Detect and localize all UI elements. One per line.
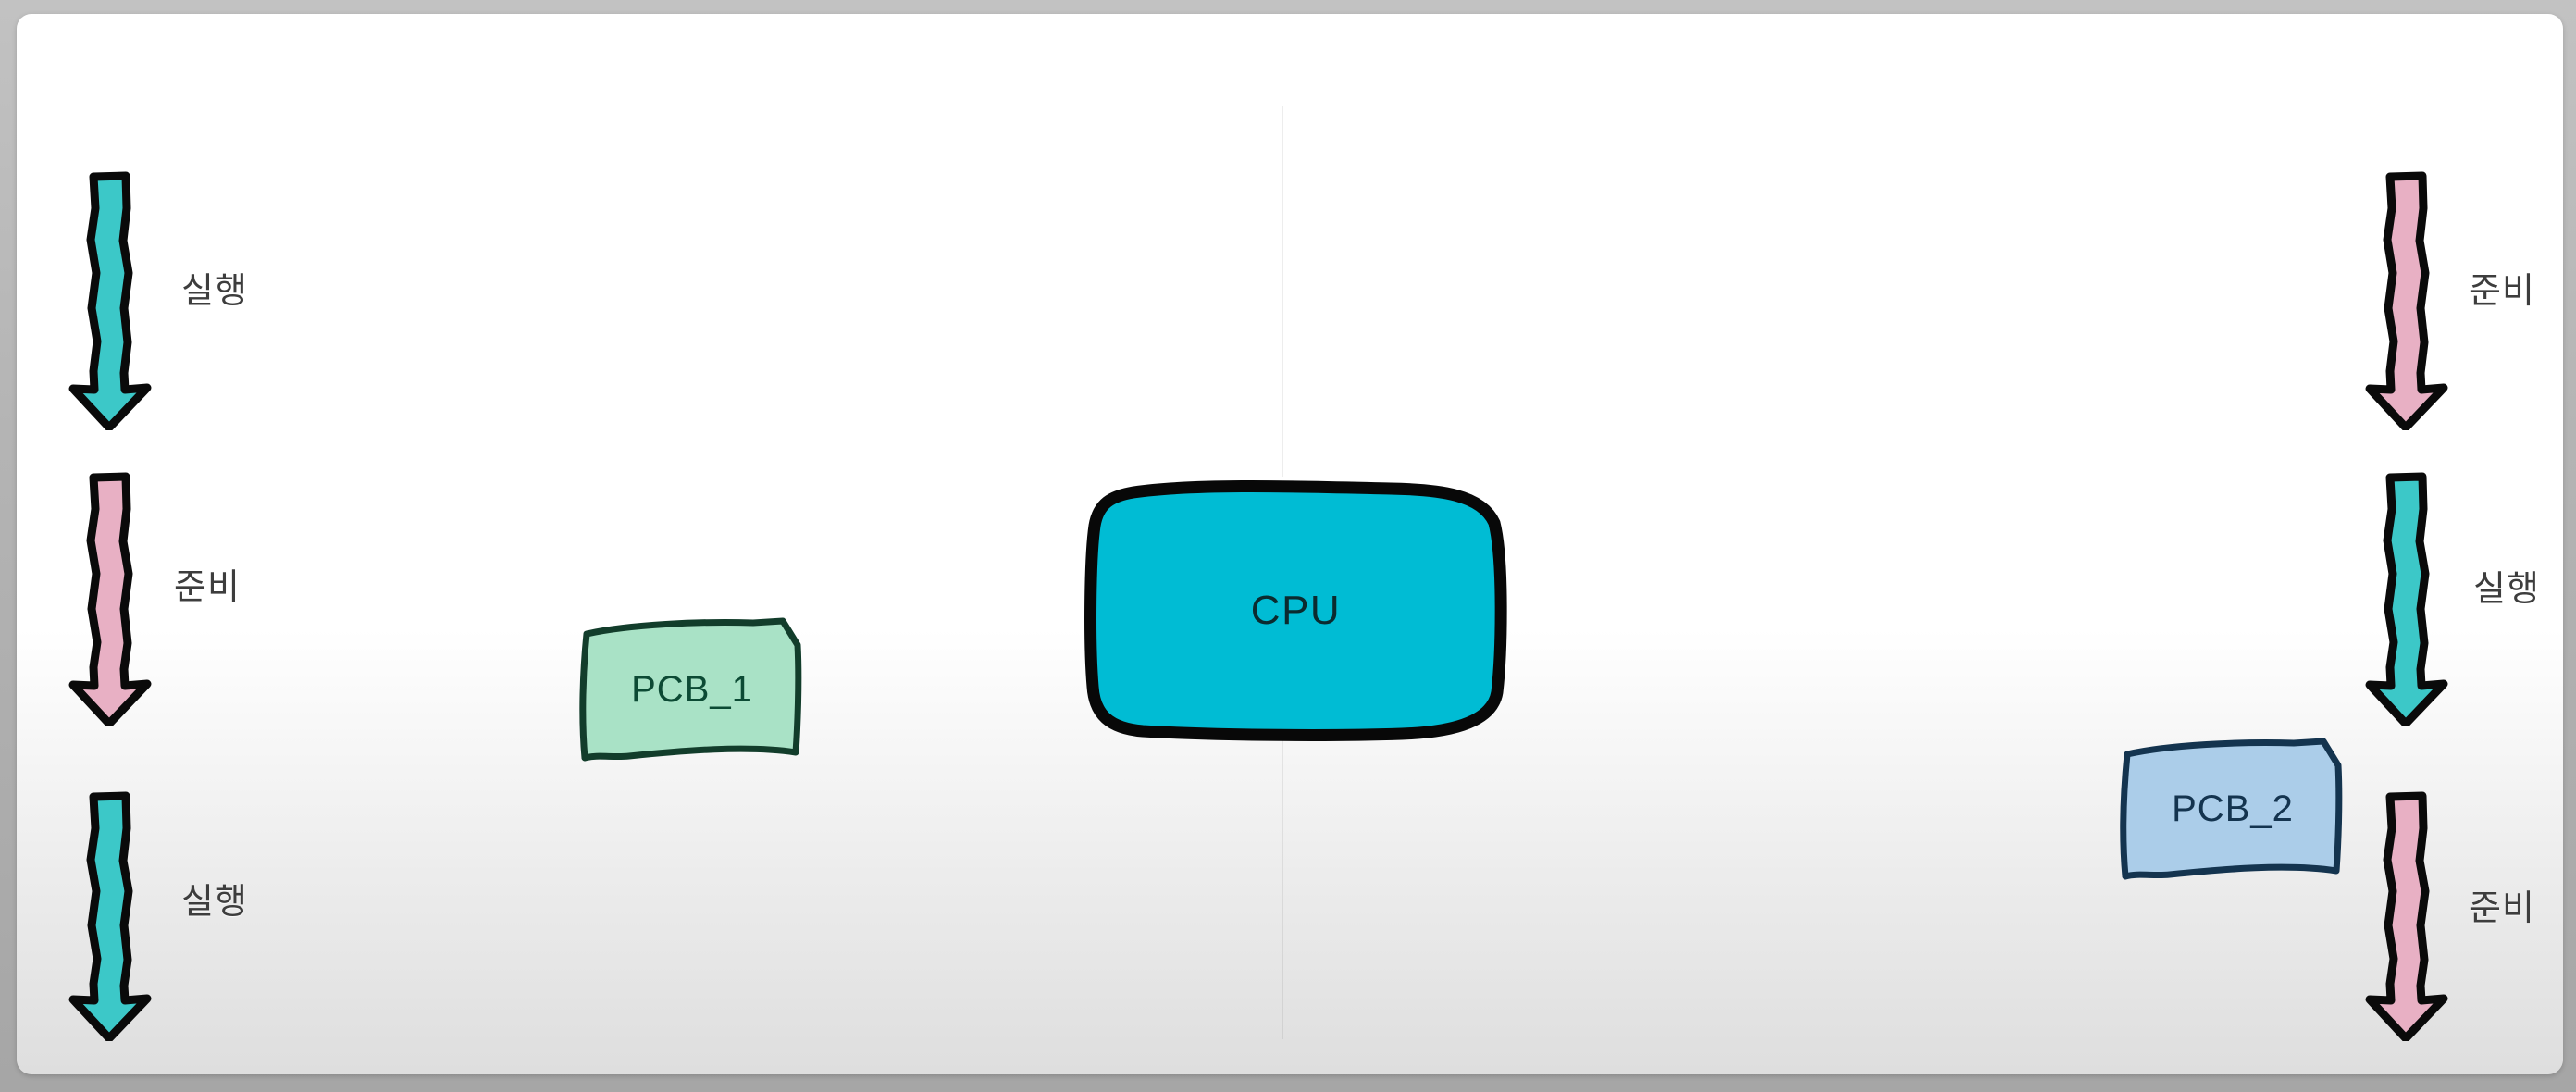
arrow-right-label-1: 준비: [2469, 272, 2535, 311]
arrow-left-ready-1: [58, 472, 160, 726]
arrow-left-label-3: 실행: [181, 883, 248, 922]
arrow-left-label-2: 준비: [174, 568, 241, 607]
center-divider-upper: [1282, 106, 1283, 477]
arrow-right-ready-1: [2355, 171, 2457, 430]
arrow-right-running-1: [2355, 472, 2457, 726]
diagram-card: 실행 준비 실행 준비 실행: [17, 14, 2563, 1074]
pcb-1-block[interactable]: PCB_1: [572, 606, 812, 773]
arrow-right-label-2: 실행: [2473, 570, 2540, 609]
arrow-right-label-3: 준비: [2469, 889, 2535, 928]
pcb-2-block[interactable]: PCB_2: [2112, 728, 2353, 890]
arrow-left-label-1: 실행: [181, 272, 248, 311]
arrow-left-running-1: [58, 171, 160, 430]
arrow-right-ready-2: [2355, 791, 2457, 1041]
cpu-block[interactable]: CPU: [1076, 472, 1516, 750]
center-divider-lower: [1282, 720, 1283, 1039]
arrow-left-running-2: [58, 791, 160, 1041]
